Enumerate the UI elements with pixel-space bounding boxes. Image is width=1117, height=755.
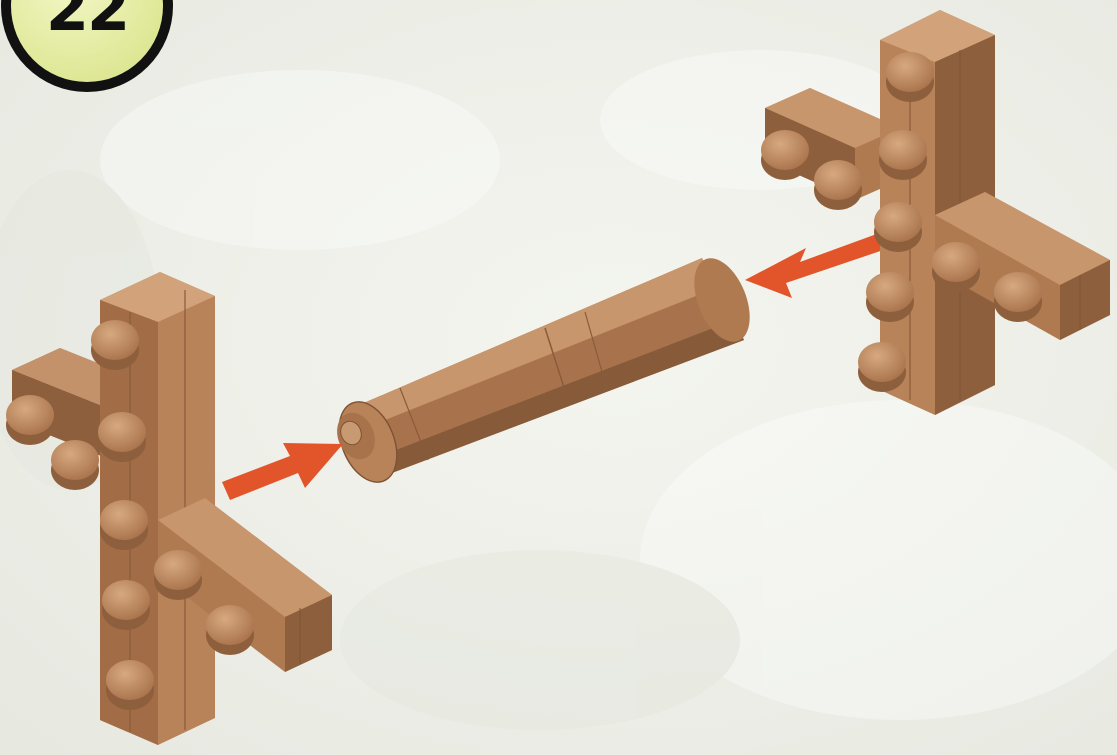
step-number: 22 <box>46 0 128 45</box>
